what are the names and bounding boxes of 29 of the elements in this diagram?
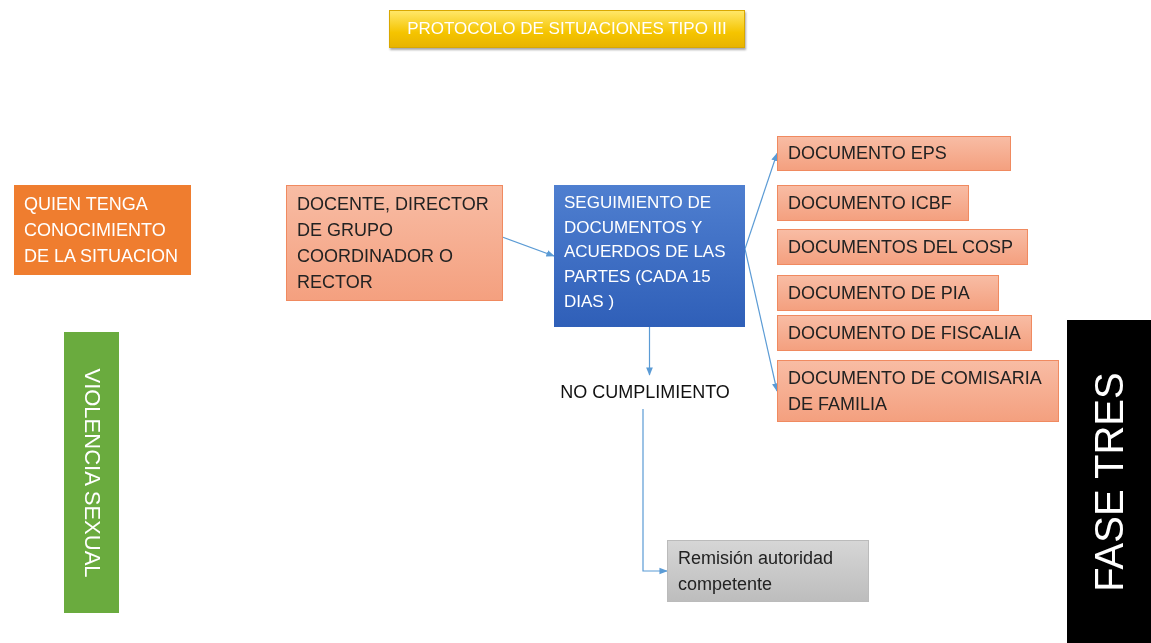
document-box: [777, 229, 1028, 265]
document-box: [777, 315, 1032, 351]
node-text: Remisión autoridad competente: [678, 546, 835, 596]
document-box: [777, 136, 1011, 171]
arrow: [502, 236, 555, 257]
node-text: DOCUMENTO DE FISCALIA: [788, 321, 1021, 345]
document-box: [777, 275, 999, 311]
condition-label: NO CUMPLIMIENTO: [545, 375, 745, 409]
node-text: DOCUMENTO DE COMISARIA DE FAMILIA: [788, 366, 1043, 416]
node-text: QUIEN TENGA CONOCIMIENTO DE LA SITUACION: [24, 192, 180, 269]
arrow: [646, 326, 653, 376]
node-text: FASE TRES: [1086, 371, 1132, 592]
actor-box: [14, 185, 191, 275]
node-text: DOCENTE, DIRECTOR DE GRUPO COORDINADOR O RECTOR: [297, 192, 490, 295]
document-box: [777, 360, 1059, 422]
category-band: [64, 332, 119, 613]
phase-band: [1067, 320, 1151, 643]
title-banner: PROTOCOLO DE SITUACIONES TIPO III: [389, 10, 745, 48]
document-box: [777, 185, 969, 221]
node-text: SEGUIMIENTO DE DOCUMENTOS Y ACUERDOS DE LAS PARTES (CADA 15 DIAS ): [564, 192, 727, 313]
arrow: [642, 408, 668, 575]
node-text: DOCUMENTO DE PIA: [788, 281, 970, 305]
node-text: DOCUMENTO EPS: [788, 142, 947, 166]
process-box: [554, 185, 745, 327]
node-text: VIOLENCIA SEXUAL: [78, 367, 106, 578]
node-text: DOCUMENTO ICBF: [788, 191, 952, 215]
outcome-box: [667, 540, 869, 602]
node-text: DOCUMENTOS DEL COSP: [788, 235, 1014, 259]
process-box: [286, 185, 503, 301]
